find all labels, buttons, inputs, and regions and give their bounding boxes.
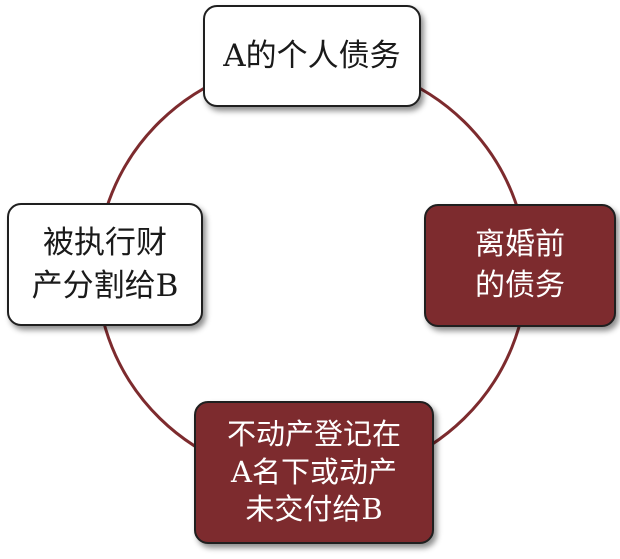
node-property-registration: 不动产登记在 A名下或动产 未交付给B — [194, 401, 434, 544]
node-premarital-debt: 离婚前 的债务 — [424, 204, 616, 327]
node-property-split: 被执行财 产分割给B — [7, 203, 203, 326]
node-personal-debt: A的个人债务 — [203, 5, 421, 107]
